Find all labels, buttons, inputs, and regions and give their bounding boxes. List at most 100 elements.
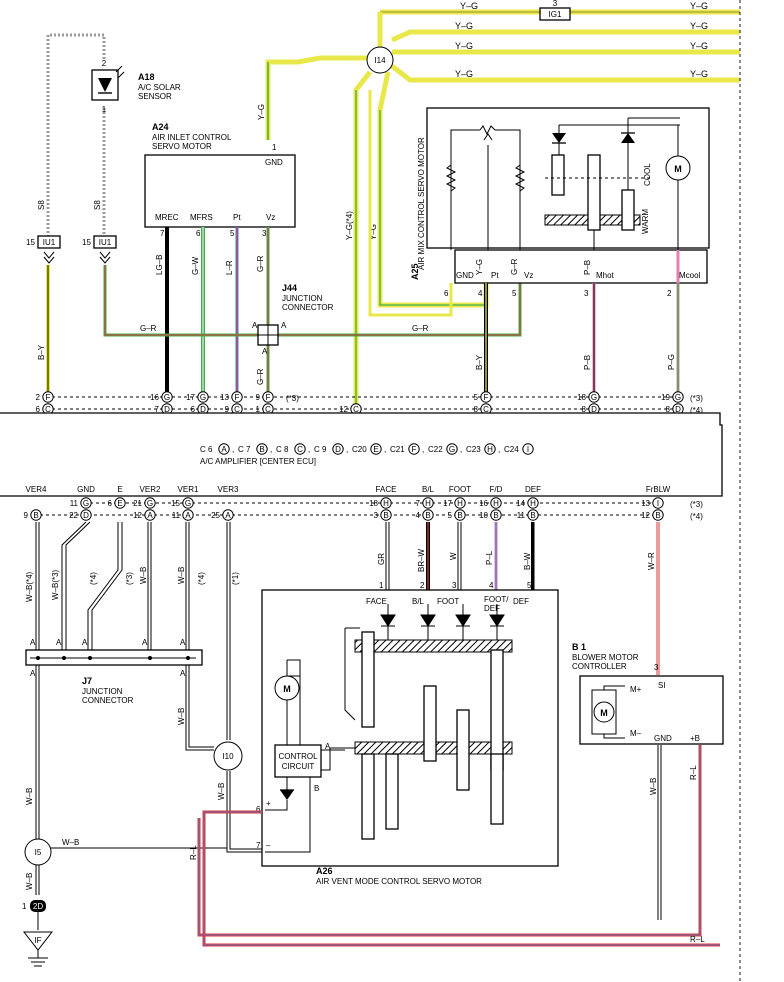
- j7-pin-4: A: [142, 638, 148, 647]
- b1-plusb: +B: [690, 734, 700, 743]
- ecu-bottom-r1-9: I: [652, 497, 664, 509]
- ecu-bottom-r2-num-6: 4: [416, 511, 421, 520]
- ecu-top-pin-b-2: D: [197, 403, 209, 415]
- a25-wires: [368, 90, 680, 398]
- ecu-conn-circle-7: H: [484, 443, 496, 455]
- ecu-bottom-r1-num-6: 17: [443, 499, 452, 508]
- ecu-bottom-name-2: E: [117, 485, 122, 494]
- a25-name: AIR MIX CONTROL SERVO MOTOR: [417, 137, 426, 270]
- ecu-bottom-name-8: FOOT: [449, 485, 471, 494]
- ecu-bottom-r2-num-0: 9: [24, 511, 29, 520]
- a25-air-mix-servo: A25 AIR MIX CONTROL SERVO MOTOR M COOL W…: [410, 107, 710, 298]
- ecu-bottom-r1-2: G: [144, 497, 156, 509]
- a24-air-inlet-servo: A24 AIR INLET CONTROL SERVO MOTOR GND MR…: [144, 122, 296, 238]
- a26-pin-6: 6: [256, 805, 261, 814]
- ground-symbol: 2D 1 IF: [22, 900, 54, 967]
- wire-label-p-b-2: P–B: [583, 355, 592, 370]
- ecu-conn-circle-2-letter: C: [297, 445, 303, 454]
- ig1-label: IG1: [549, 10, 562, 19]
- a26-term-face: FACE: [366, 597, 387, 606]
- iu1-connector-right: IU1 15: [82, 235, 117, 264]
- ecu-note-plus4: (*4): [690, 406, 703, 415]
- ecu-bottom-r2-1-letter: D: [83, 511, 89, 520]
- ecu-note-plus3-frs5: (*3): [286, 394, 299, 403]
- ecu-top-pin-b-num-3: 9: [225, 405, 230, 414]
- a26-term-def: DEF: [513, 597, 529, 606]
- ecu-conn-label-8: C24: [504, 445, 519, 454]
- ecu-bottom-r2-9-letter: B: [530, 511, 535, 520]
- ecu-top-pin-b-num-2: 6: [191, 405, 196, 414]
- ecu-bottom-r1-4: H: [380, 497, 392, 509]
- ig1-connector: IG1 3: [539, 0, 571, 21]
- wire-label-gr: GR: [377, 553, 386, 565]
- ecu-conn-label-3: C 9: [314, 445, 327, 454]
- a18-solar-sensor: 2 1 A18 A/C SOLAR SENSOR: [46, 33, 181, 245]
- a24-term-mfrs: MFRS: [190, 213, 213, 222]
- b1-mplus: M+: [630, 685, 642, 694]
- ecu-conn-comma-4: ,: [384, 445, 386, 454]
- b1-name1: BLOWER MOTOR: [572, 653, 639, 662]
- ecu-bottom-name-9: F/D: [490, 485, 503, 494]
- ecu-bottom-r1-0: G: [80, 497, 92, 509]
- a26-pin-4: 4: [489, 581, 494, 590]
- a26-term-bl: B/L: [412, 597, 425, 606]
- i14-label: I14: [374, 56, 386, 65]
- j7-pin-6: A: [30, 669, 36, 678]
- ecu-top-pin-a-num-4: 9: [256, 393, 261, 402]
- wire-label-g-r-vz: G–R: [510, 258, 519, 275]
- wire-label-wb-i5: W–B: [25, 788, 34, 805]
- ecu-conn-label-0: C 6: [200, 445, 213, 454]
- ecu-bottom-r1-8: H: [527, 497, 539, 509]
- wire-label-wb-i10: W–B: [177, 708, 186, 725]
- ecu-bottom-r2-0: B: [30, 509, 42, 521]
- i10-junction: I10: [213, 741, 243, 771]
- a18-id: A18: [138, 72, 155, 82]
- ecu-bottom-r2-num-8: 10: [479, 511, 488, 520]
- a26-plus: +: [266, 799, 271, 808]
- ecu-conn-label-2: C 8: [276, 445, 289, 454]
- ecu-top-pin-a-num-6: 5: [474, 393, 479, 402]
- a26-pin-7: 7: [256, 841, 261, 850]
- ecu-conn-circle-6: G: [446, 443, 458, 455]
- ecu-bottom-r1-num-2: 21: [133, 499, 142, 508]
- wire-label-p-g: P–G: [667, 354, 676, 370]
- wire-label-yg-pt: Y–G: [475, 259, 484, 275]
- ecu-conn-circle-4: E: [370, 443, 382, 455]
- ecu-name: A/C AMPLIFIER [CENTER ECU]: [200, 457, 316, 466]
- wire-label-yg4: Y–G(*4): [345, 211, 354, 240]
- j7-id: J7: [82, 676, 92, 686]
- a25-term-mcool: Mcool: [679, 271, 701, 280]
- a24-pin-3: 3: [262, 229, 267, 238]
- wire-label-r-l-left: R–L: [189, 845, 198, 860]
- wire-label-wb3: W–B(*3): [51, 569, 60, 600]
- wire-label-yg-a25: Y–G: [369, 224, 378, 240]
- a25-term-vz: Vz: [524, 271, 533, 280]
- ecu-conn-circle-1: B: [256, 443, 268, 455]
- a25-id: A25: [410, 263, 420, 280]
- ecu-bottom-r1-7-letter: H: [493, 499, 499, 508]
- ecu-bottom-r2-2-letter: A: [147, 511, 153, 520]
- ecu-bottom-name-1: GND: [77, 485, 95, 494]
- ecu-bottom-r2-2: A: [144, 509, 156, 521]
- ecu-bottom-r2-7-letter: B: [457, 511, 462, 520]
- ecu-bottom-r1-6: H: [454, 497, 466, 509]
- wire-label-w: W: [449, 552, 458, 560]
- ecu-conn-comma-0: ,: [232, 445, 234, 454]
- ecu-bottom-r2-num-5: 3: [374, 511, 379, 520]
- left-harness-wires: [35, 521, 262, 895]
- ecu-bottom-r2-6-letter: B: [425, 511, 430, 520]
- a25-pin-6: 6: [444, 289, 449, 298]
- a18-name1: A/C SOLAR: [138, 83, 181, 92]
- j44-name2: CONNECTOR: [282, 303, 334, 312]
- wire-label-star4-a: (*4): [89, 572, 98, 585]
- ecu-top-pin-b-num-7: 8: [582, 405, 587, 414]
- ecu-top-pin-a-1-letter: G: [164, 393, 170, 402]
- ecu-bottom-r2-num-9: 11: [517, 511, 526, 520]
- ecu-top-pin-a-num-3: 13: [220, 393, 229, 402]
- wire-label-yg-2b: Y–G: [455, 21, 473, 31]
- wire-label-wb-b1: W–B: [649, 778, 658, 795]
- wire-label-s8-left: S8: [37, 200, 46, 210]
- a24-pin-5: 5: [230, 229, 235, 238]
